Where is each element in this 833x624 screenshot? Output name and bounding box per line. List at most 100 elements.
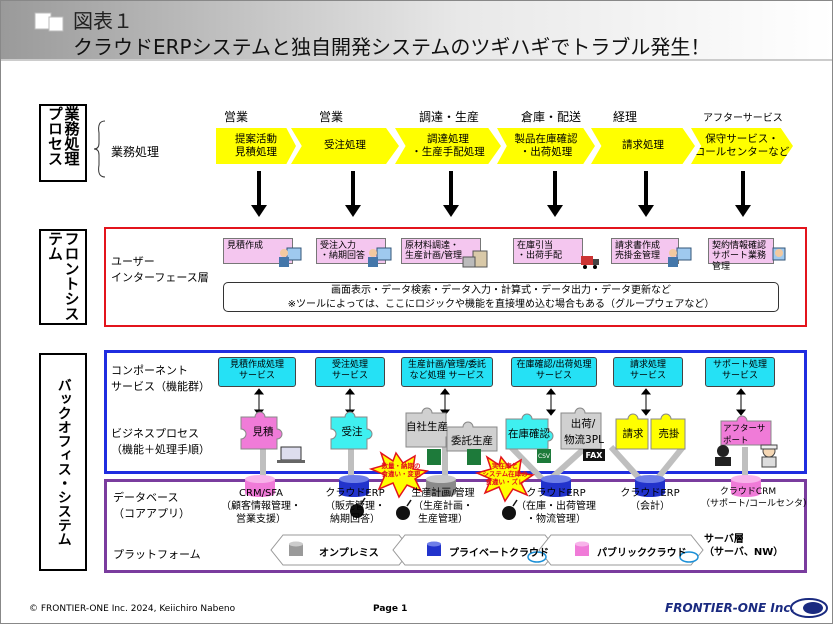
puzzle-label-shipping-1: 出荷/ bbox=[570, 417, 596, 430]
chevron-text: ・生産手配処理 bbox=[411, 146, 485, 158]
service-text: 請求処理 bbox=[629, 360, 666, 370]
puzzle-shipping-icon bbox=[560, 407, 602, 450]
puzzle-estimate-icon bbox=[240, 411, 283, 450]
label-front-system-text: フロントシステム bbox=[46, 231, 81, 321]
db-line: クラウドERP bbox=[325, 488, 385, 499]
process-head-warehouse: 倉庫・配送 bbox=[521, 110, 582, 124]
worker-icon bbox=[760, 444, 778, 468]
service-text: サービス bbox=[535, 371, 572, 382]
people-icon bbox=[279, 247, 302, 267]
double-arrows bbox=[253, 388, 747, 416]
burst-line: 数量・納期の bbox=[381, 462, 421, 470]
puzzle-label-shipping-2: 物流3PL bbox=[564, 433, 604, 446]
row-label-database-2: （コアアプリ） bbox=[113, 507, 190, 520]
footer-page: Page 1 bbox=[373, 604, 408, 614]
label-business-process-text: 業務処理プロセス bbox=[46, 106, 81, 166]
service-inventory: 在庫確認/出荷処理サービス bbox=[511, 357, 597, 387]
db-line: 生産管理） bbox=[418, 514, 468, 525]
ui-box-text: ・納期回答 bbox=[320, 251, 366, 262]
truck-icon bbox=[581, 256, 599, 269]
brace-business bbox=[93, 120, 106, 178]
database-icon bbox=[635, 475, 665, 497]
label-front-system: フロントシステム bbox=[39, 229, 87, 325]
title-bar: 図表１ クラウドERPシステムと独自開発システムのツギハギでトラブル発生！ bbox=[1, 1, 832, 61]
people-icon bbox=[368, 247, 392, 267]
puzzle-outsourced-icon bbox=[446, 421, 498, 452]
service-estimate: 見積作成処理サービス bbox=[218, 357, 296, 387]
server-line2: （サーバ、NW） bbox=[704, 547, 784, 558]
cloud-icon bbox=[527, 551, 547, 563]
process-head-sales-1: 営業 bbox=[224, 110, 249, 124]
puzzle-label-outsourced: 委託生産 bbox=[451, 434, 493, 447]
db-line: （販売管理・ bbox=[325, 501, 385, 512]
db-line: （サポート/コールセンタ） bbox=[701, 498, 813, 509]
service-text: サポート処理 bbox=[712, 360, 767, 370]
csv-label: CSV bbox=[537, 452, 551, 460]
service-text: サービス bbox=[721, 371, 758, 382]
database-icon bbox=[731, 475, 761, 497]
burst-line: 食違い・変更 bbox=[381, 469, 421, 478]
row-label-platform: プラットフォーム bbox=[113, 548, 201, 561]
burst-line: 食違い・ズレ bbox=[485, 477, 525, 486]
process-head-aftersales: アフターサービス bbox=[703, 113, 783, 124]
row-label-database-1: データベース bbox=[113, 491, 179, 504]
chevron-order: 受注処理 bbox=[291, 128, 399, 164]
db-cloud-crm: クラウドCRM （サポート/コールセンタ） bbox=[701, 487, 813, 510]
page-title: クラウドERPシステムと独自開発システムのツギハギでトラブル発生！ bbox=[73, 35, 711, 59]
db-line: （在庫・出荷管理 bbox=[516, 501, 596, 512]
service-billing: 請求処理サービス bbox=[613, 357, 683, 387]
db-line: 納期回答） bbox=[330, 514, 380, 525]
ui-box-text: 在庫引当 bbox=[517, 241, 554, 251]
puzzle-label-inhouse: 自社生産 bbox=[406, 420, 448, 433]
ui-box-text: 契約情報確認 bbox=[712, 241, 767, 251]
ui-box-production: 原材料調達・生産計画/管理 bbox=[401, 238, 481, 264]
db-cloud-erp-sales: クラウドERP （販売管理・ 納期回答） bbox=[319, 487, 391, 526]
chevron-inventory: 製品在庫確認・出荷処理 bbox=[497, 128, 595, 164]
ui-box-text: 売掛金管理 bbox=[615, 251, 661, 262]
db-line: （顧客情報管理・ bbox=[221, 501, 301, 512]
db-line: （生産計画・ bbox=[413, 501, 473, 512]
row-label-business: 業務処理 bbox=[111, 145, 160, 159]
db-cloud-erp-accounting: クラウドERP （会計） bbox=[615, 487, 685, 513]
service-text: など処理 サービス bbox=[409, 371, 485, 382]
puzzle-aftersupport-icon bbox=[720, 415, 772, 446]
db-cloud-erp-inventory: クラウドERP （在庫・出荷管理 ・物流管理） bbox=[513, 487, 599, 526]
db-line: クラウドERP bbox=[526, 488, 586, 499]
db-line: （会計） bbox=[630, 501, 670, 512]
service-order: 受注処理サービス bbox=[315, 357, 385, 387]
chevron-text: 製品在庫確認 bbox=[514, 132, 578, 145]
ui-box-text: 請求書作成 bbox=[615, 241, 661, 251]
puzzle-label-receivable: 売掛 bbox=[658, 427, 680, 440]
service-text: 在庫確認/出荷処理 bbox=[516, 360, 592, 370]
fax-label: FAX bbox=[583, 449, 605, 461]
ui-box-text: 受注入力 bbox=[320, 241, 357, 251]
warning-burst-icon bbox=[474, 455, 536, 503]
puzzle-label-stock: 在庫確認 bbox=[508, 427, 550, 440]
row-label-component-1: コンポーネント bbox=[111, 364, 188, 377]
factory-icon bbox=[462, 250, 488, 268]
row-label-component-2: サービス（機能群） bbox=[111, 380, 210, 393]
service-text: 生産計画/管理/委託 bbox=[407, 360, 487, 370]
front-system-box bbox=[104, 227, 807, 327]
people-icon bbox=[772, 247, 786, 261]
puzzle-label-billing: 請求 bbox=[622, 427, 644, 440]
ui-note-line1: 画面表示・データ検索・データ入力・計算式・データ出力・データ更新など bbox=[331, 285, 671, 296]
database-icon bbox=[245, 475, 275, 497]
platform-public-cloud: パブリッククラウド bbox=[597, 548, 687, 559]
ui-box-inventory: 在庫引当・出荷手配 bbox=[513, 238, 583, 264]
people-icon bbox=[668, 247, 692, 267]
process-head-accounting: 経理 bbox=[613, 110, 638, 124]
ui-box-text: サポート業務管理 bbox=[712, 251, 767, 272]
platform-onpremise: オンプレミス bbox=[319, 548, 379, 559]
laptop-icon bbox=[277, 446, 305, 463]
chevron-proposal: 提案活動見積処理 bbox=[216, 128, 296, 164]
row-label-bizproc-2: （機能＋処理手順） bbox=[111, 443, 210, 456]
chevron-text: コールセンターなど bbox=[694, 146, 790, 158]
bomb-icon bbox=[350, 497, 366, 518]
service-support: サポート処理サービス bbox=[705, 357, 775, 387]
burst-line: 実在庫と bbox=[492, 462, 518, 470]
db-line: 営業支援） bbox=[236, 514, 286, 525]
